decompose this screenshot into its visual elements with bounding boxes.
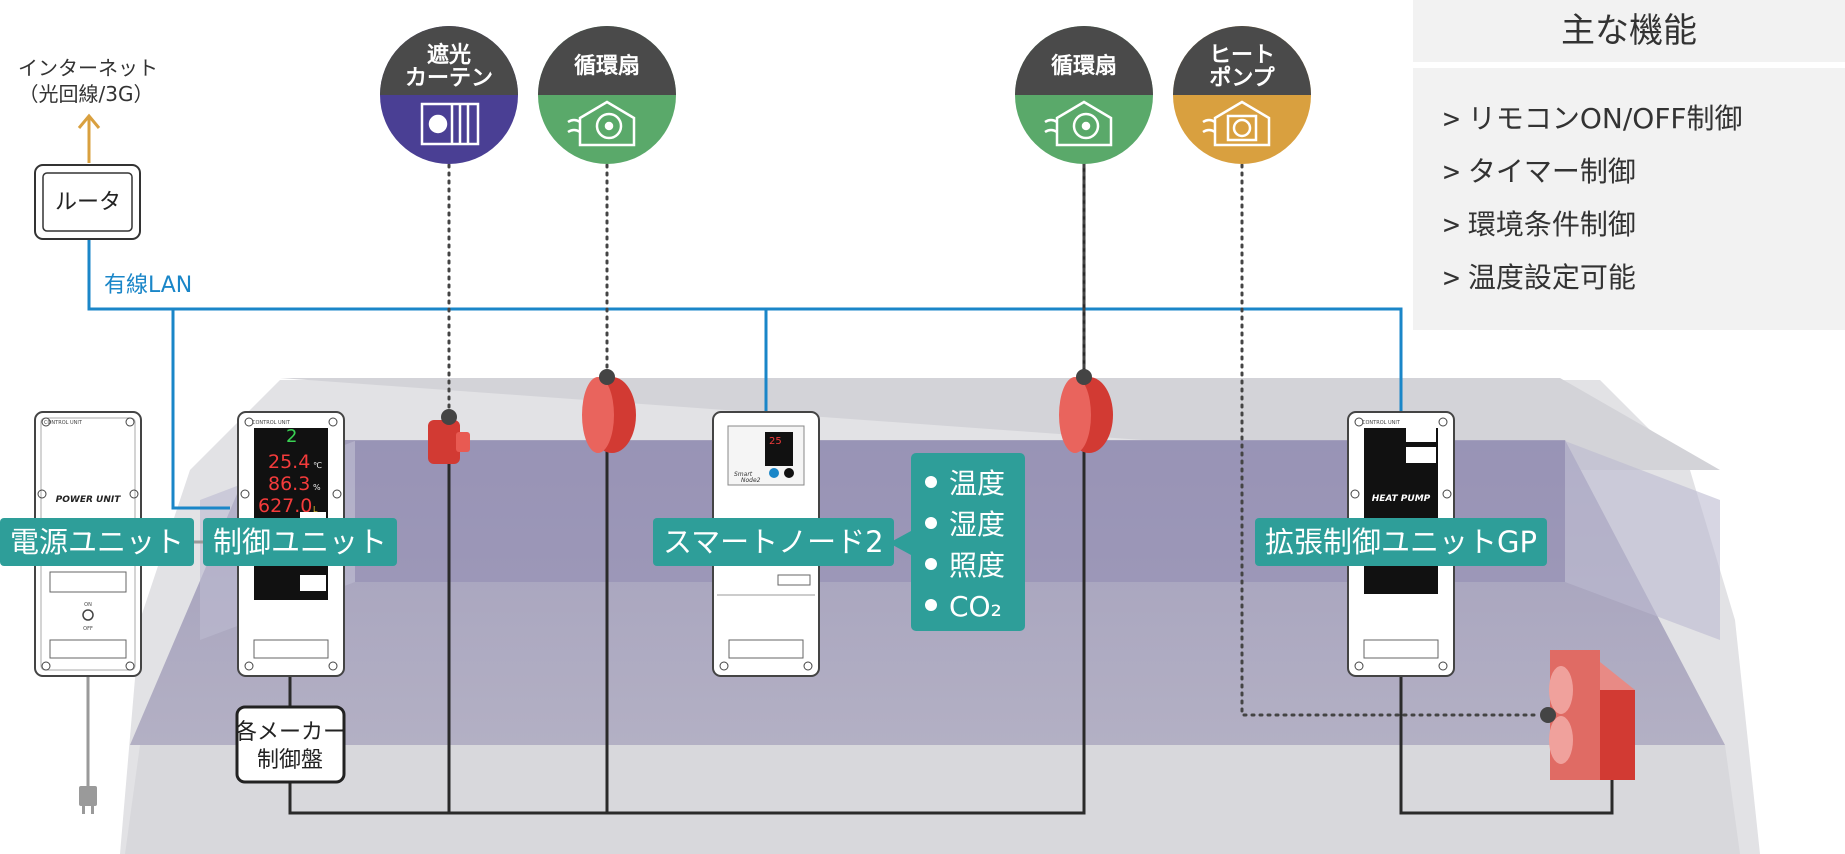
curtain-icon: [420, 102, 480, 146]
device-links: [447, 163, 1542, 717]
chevron-right-icon: >: [1443, 155, 1460, 188]
sensor-item: 照度: [925, 545, 1025, 586]
feature-text: タイマー制御: [1467, 155, 1636, 188]
router-label: ルータ: [55, 190, 121, 215]
expansion-unit: CONTROL UNIT HEAT PUMP: [1347, 411, 1455, 677]
feature-item: >温度設定可能: [1443, 251, 1743, 304]
control-unit-header: CONTROL UNIT: [252, 420, 291, 426]
temp-unit: ℃: [313, 461, 322, 470]
circulation-fan-1: [582, 369, 636, 453]
chevron-right-icon: >: [1443, 261, 1460, 294]
device-label: 循環扇: [574, 53, 640, 79]
lan-network: [87, 238, 1403, 510]
switch-on: ON: [84, 602, 92, 608]
heat-pump-unit: [1540, 650, 1635, 780]
device-label: 循環扇: [1051, 53, 1117, 79]
feature-text: 温度設定可能: [1467, 261, 1636, 294]
expansion-unit-face: HEAT PUMP: [1372, 494, 1431, 504]
maker-panel-line1: 各メーカー: [235, 720, 345, 745]
device-fan-1: 循環扇: [538, 26, 676, 164]
circulation-fan-2: [1059, 369, 1113, 453]
plug-icon: [79, 786, 97, 814]
features-title: 主な機能: [1561, 11, 1697, 51]
fan-icon: [567, 100, 636, 147]
sensor-item: 温度: [925, 463, 1025, 504]
status-display: 2: [286, 426, 297, 447]
chevron-right-icon: >: [1443, 102, 1460, 135]
device-fan-2: 循環扇: [1015, 26, 1153, 164]
power-unit-label: 電源ユニット: [0, 518, 195, 566]
sensor-item: 湿度: [925, 504, 1025, 545]
control-unit-label: 制御ユニット: [203, 518, 398, 566]
power-unit-header: CONTROL UNIT: [44, 420, 83, 426]
features-divider: [1413, 62, 1845, 68]
maker-panel-line2: 制御盤: [257, 748, 323, 773]
humidity-unit: %: [313, 483, 321, 492]
sensor-item: CO₂: [925, 586, 1025, 627]
temp-display: 25.4: [268, 451, 310, 473]
feature-item: >タイマー制御: [1443, 145, 1743, 198]
power-unit-face: POWER UNIT: [56, 495, 122, 505]
router: ルータ: [34, 164, 141, 240]
node-brand-2: Node2: [741, 477, 761, 484]
device-heat-pump: ヒート ポンプ: [1173, 26, 1311, 164]
lan-label: 有線LAN: [104, 273, 192, 298]
feature-item: >環境条件制御: [1443, 198, 1743, 251]
maker-control-panel: 各メーカー 制御盤: [235, 705, 346, 784]
feature-text: 環境条件制御: [1467, 208, 1636, 241]
internet-arrow: [77, 113, 101, 163]
device-label-line1: 遮光: [427, 42, 471, 68]
co2-display: 627.0: [258, 495, 312, 517]
features-panel: 主な機能 >リモコンON/OFF制御 >タイマー制御 >環境条件制御 >温度設定…: [1413, 0, 1845, 330]
co2-unit: L: [313, 505, 318, 514]
device-label-line2: カーテン: [405, 66, 493, 91]
node-brand: Smart: [734, 471, 753, 478]
switch-off: OFF: [83, 626, 93, 632]
curtain-motor: [428, 409, 470, 464]
fan-icon: [1044, 100, 1113, 147]
device-label-line1: ヒート: [1209, 43, 1275, 68]
expansion-unit-label: 拡張制御ユニットGP: [1255, 518, 1547, 566]
sensor-callout-pointer: [889, 531, 911, 555]
device-shade-curtain: 遮光 カーテン: [380, 26, 518, 164]
sensor-callout: 温度 湿度 照度 CO₂: [911, 453, 1025, 631]
heat-pump-icon: [1202, 100, 1271, 147]
feature-text: リモコンON/OFF制御: [1467, 102, 1743, 135]
device-label-line2: ポンプ: [1209, 65, 1275, 91]
node-display: 25: [769, 436, 782, 447]
internet-label: インターネット: [18, 56, 158, 80]
smart-node-label: スマートノード2: [653, 518, 894, 566]
humidity-display: 86.3: [268, 473, 310, 495]
expansion-unit-header: CONTROL UNIT: [1362, 420, 1401, 426]
internet-sublabel: （光回線/3G）: [19, 82, 154, 106]
feature-item: >リモコンON/OFF制御: [1443, 92, 1743, 145]
chevron-right-icon: >: [1443, 208, 1460, 241]
features-list: >リモコンON/OFF制御 >タイマー制御 >環境条件制御 >温度設定可能: [1443, 92, 1743, 304]
